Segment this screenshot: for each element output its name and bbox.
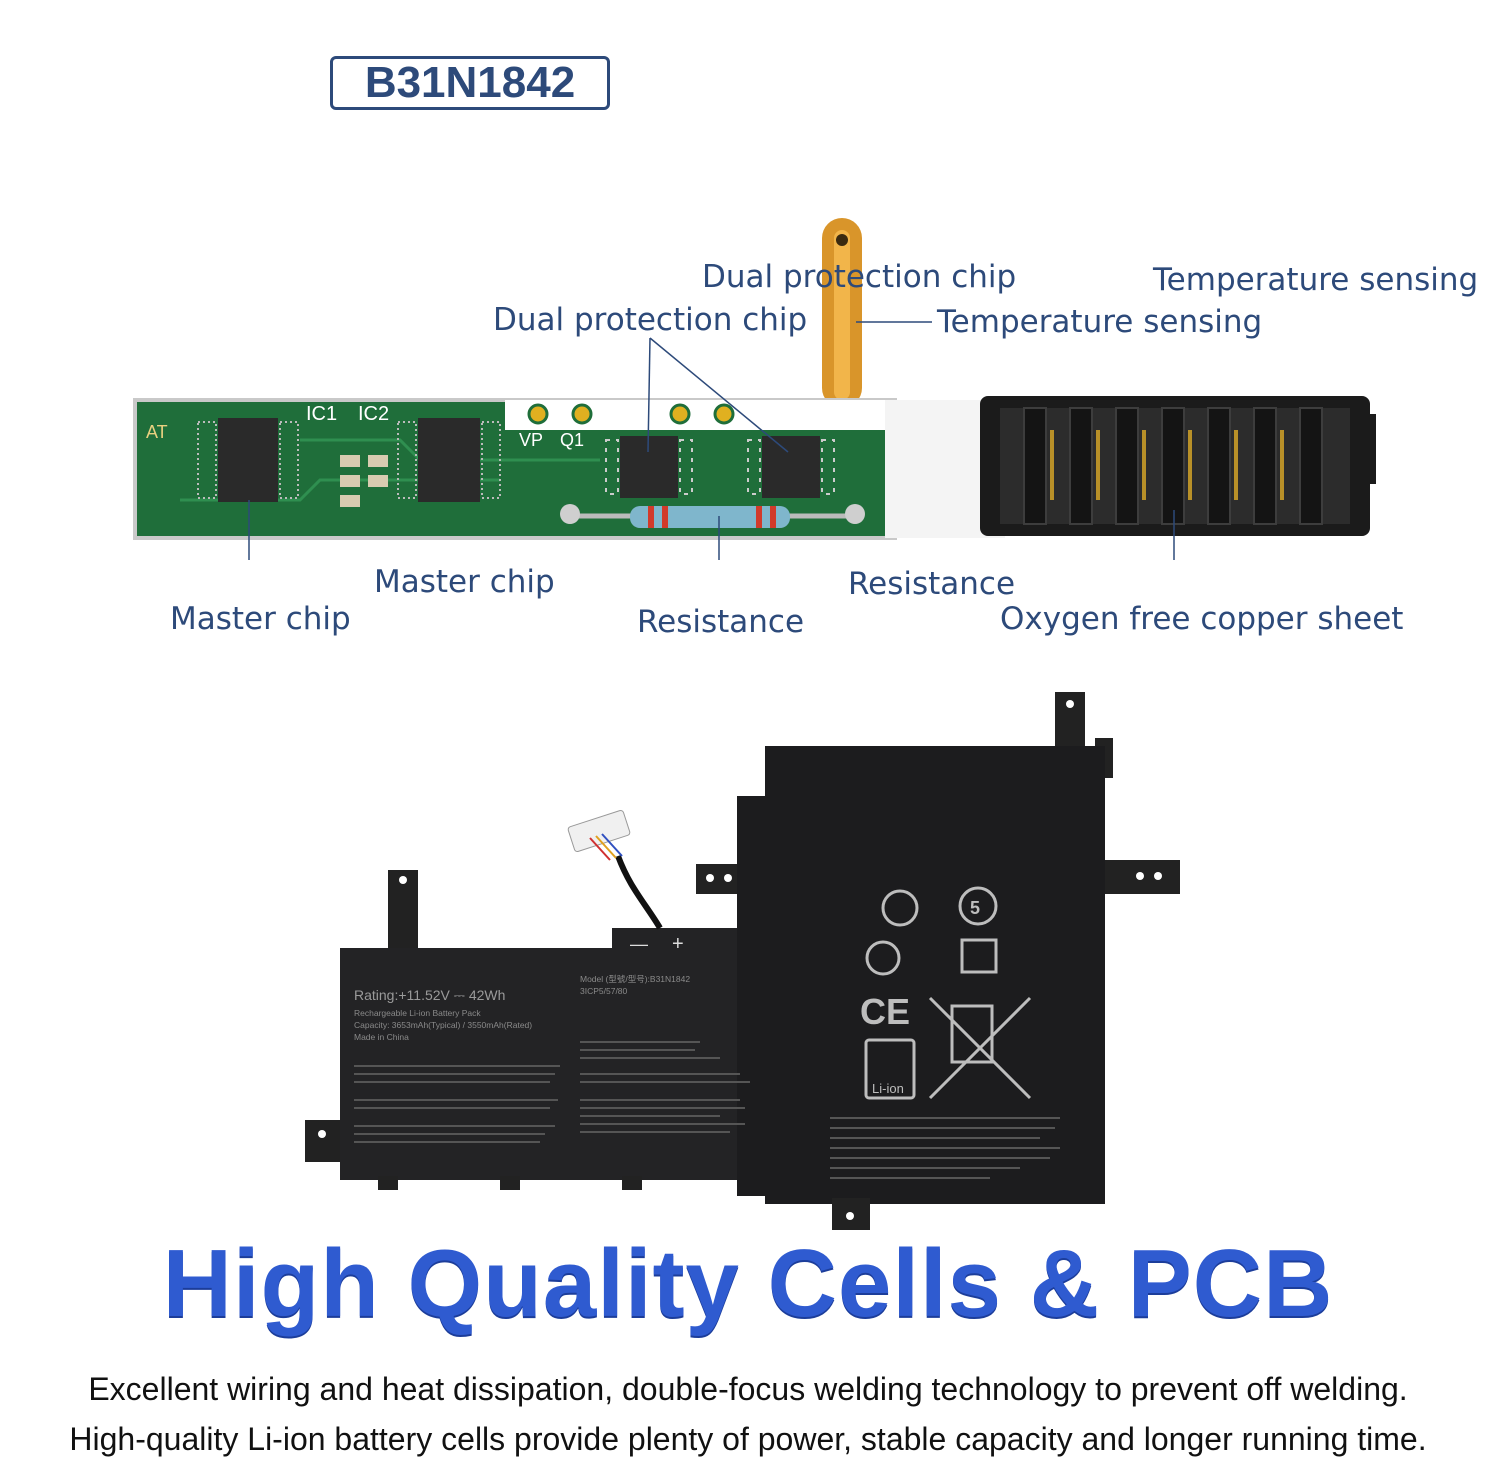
master-chip-2 [397,418,501,502]
label-master-chip-ghost: Master chip [374,564,555,600]
marking-ic1: IC1 [306,403,337,425]
battery-rating: Rating:+11.52V ⎓ 42Wh [354,987,505,1003]
marking-ic2: IC2 [358,403,389,425]
marking-vg: VG [760,408,786,428]
wire-connector [567,809,663,930]
label-oxygen-free-copper-sheet: Oxygen free copper sheet [1000,601,1404,637]
battery-cell-code: 3ICP5/57/80 [580,986,628,996]
label-master-chip: Master chip [170,601,351,637]
ce-mark: CE [860,991,910,1032]
label-temperature-sensing-ghost: Temperature sensing [1153,262,1479,298]
label-dual-protection-chip-ghost: Dual protection chip [702,259,1017,295]
model-badge: B31N1842 [330,56,610,110]
psb-mark-icon [865,940,901,976]
recycle-5-icon [958,886,998,926]
protection-chip-1 [605,436,693,498]
marking-vp: VP [519,430,543,450]
pcb-illustration: IC1 IC2 VP Q1 VG AT [133,218,1376,560]
description-line-1: Excellent wiring and heat dissipation, d… [88,1371,1408,1407]
battery-origin: Made in China [354,1032,409,1042]
resistor [560,504,865,528]
li-ion-recycle-icon [864,1038,916,1100]
label-dual-protection-chip: Dual protection chip [493,302,808,338]
certification-marks [864,886,1032,1100]
label-resistance-ghost: Resistance [848,566,1016,602]
china-recycle-icon [960,938,998,974]
protection-chip-2 [747,436,835,498]
marking-q1: Q1 [560,430,584,450]
battery-type: Rechargeable Li-ion Battery Pack [354,1008,481,1018]
recycle-number: 5 [970,898,980,918]
master-chip-1 [197,418,299,502]
li-ion-text: Li-ion [872,1081,904,1096]
polarity-minus: — [630,934,648,954]
battery-right-cell [696,692,1180,1230]
description-line-2: High-quality Li-ion battery cells provid… [69,1421,1427,1457]
label-temperature-sensing: Temperature sensing [937,304,1263,340]
headline: High Quality Cells & PCB [162,1230,1334,1337]
battery-capacity: Capacity: 3653mAh(Typical) / 3550mAh(Rat… [354,1020,532,1030]
battery-model: Model (型號/型号):B31N1842 [580,974,690,984]
polarity-plus: + [672,933,684,955]
marking-at: AT [146,422,168,442]
label-resistance: Resistance [637,604,805,640]
copper-connector [980,396,1376,536]
battery-pack-illustration: — + Rating:+11.52V ⎓ 42Wh Rechargeable L… [305,692,1180,1230]
safety-mark-icon [881,889,919,927]
